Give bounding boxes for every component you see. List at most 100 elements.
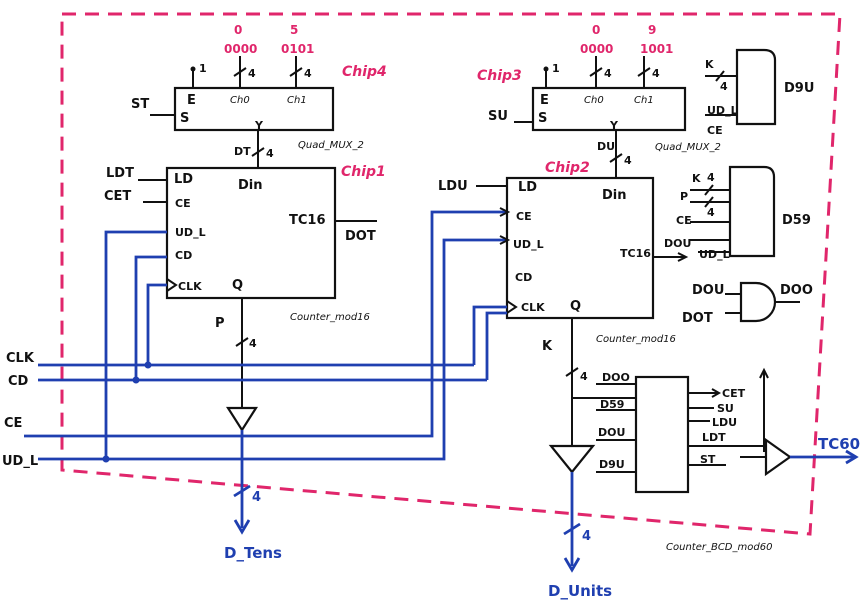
d-tens-output: 4 D_Tens bbox=[224, 430, 282, 562]
control-out-st: ST bbox=[700, 453, 716, 466]
d59-detector: D59 K 4 P 4 CE DOU UD_L bbox=[664, 165, 811, 261]
counter-units-q-name: K bbox=[542, 339, 553, 354]
mux-units-port-ch0: Ch0 bbox=[584, 95, 604, 106]
counter-units-port-cd: CD bbox=[515, 271, 532, 284]
d9u-ce-label: CE bbox=[707, 124, 723, 137]
and-out-label: DOO bbox=[780, 283, 813, 298]
counter-units-ld-signal: LDU bbox=[438, 179, 468, 194]
ce-arrow bbox=[499, 207, 511, 217]
mux-tens-port-e: E bbox=[187, 93, 196, 108]
d59-p-width: 4 bbox=[707, 206, 715, 219]
cd-input-label: CD bbox=[8, 374, 29, 389]
d-units-slash bbox=[563, 522, 581, 536]
d-units-arrow bbox=[563, 557, 581, 573]
control-unit-box bbox=[634, 375, 690, 494]
counter-tens-tc-signal: DOT bbox=[345, 229, 376, 244]
mux-units-e-tie-dot bbox=[543, 66, 549, 72]
control-in-doo: DOO bbox=[602, 371, 630, 384]
mux-tens-bits1: 0101 bbox=[281, 42, 314, 56]
d59-ud-label: UD_L bbox=[699, 248, 730, 261]
counter-units-port-tc16: TC16 bbox=[620, 247, 651, 260]
mux-units-out-label: DU bbox=[597, 140, 615, 153]
mux-units-ch1-slash bbox=[637, 67, 651, 77]
d59-gate bbox=[728, 165, 776, 258]
and-in-a-label: DOU bbox=[692, 283, 724, 298]
control-out-su: SU bbox=[717, 402, 734, 415]
control-out-ldt: LDT bbox=[702, 431, 726, 444]
d59-p-slash bbox=[704, 196, 714, 208]
mux-tens-box bbox=[173, 86, 335, 132]
mux-tens-const1: 5 bbox=[290, 23, 298, 37]
counter-units-q-width: 4 bbox=[580, 370, 588, 383]
d-units-output: 4 D_Units bbox=[548, 472, 612, 600]
control-in-d9u: D9U bbox=[599, 458, 625, 471]
control-in-d59: D59 bbox=[600, 398, 624, 411]
counter-tens-ld-signal: LDT bbox=[106, 166, 134, 181]
counter-tens-q-width: 4 bbox=[249, 337, 257, 350]
clk-junction bbox=[144, 361, 152, 369]
d59-name: D59 bbox=[782, 213, 811, 228]
d9u-gate bbox=[735, 48, 777, 126]
d9u-ud-label: UD_L bbox=[707, 104, 738, 117]
mux-tens-port-y: Y bbox=[254, 119, 264, 132]
counter-tens: LD CE UD_L CD CLK Din Q TC16 Counter_mod… bbox=[104, 164, 386, 433]
counter-tens-ce-signal: CET bbox=[104, 189, 131, 204]
d59-k-width: 4 bbox=[707, 171, 715, 184]
mux-tens-bits0: 0000 bbox=[224, 42, 257, 56]
counter-tens-port-q: Q bbox=[232, 278, 243, 293]
tc60-arrow bbox=[845, 449, 859, 465]
counter-units-port-q: Q bbox=[570, 299, 581, 314]
counter-tens-port-cd: CD bbox=[175, 249, 192, 262]
mux-units-type: Quad_MUX_2 bbox=[655, 142, 721, 153]
d-units-label: D_Units bbox=[548, 582, 612, 600]
mux-tens: E S Ch0 Ch1 Y Quad_MUX_2 Chip4 1 4 4 0 0… bbox=[131, 23, 387, 168]
udl-arrow bbox=[499, 235, 511, 245]
tc60-label: TC60 bbox=[818, 435, 860, 453]
mux-tens-type: Quad_MUX_2 bbox=[298, 140, 364, 151]
d9u-k-label: K bbox=[705, 58, 714, 71]
mux-tens-out-label: DT bbox=[234, 145, 251, 158]
d-tens-arrow bbox=[233, 519, 251, 535]
counter-units-type: Counter_mod16 bbox=[596, 334, 676, 345]
mux-units-ch0-slash bbox=[589, 67, 603, 77]
counter-tens-port-din: Din bbox=[238, 178, 263, 193]
control-out-cet: CET bbox=[722, 387, 746, 400]
d59-dou-label: DOU bbox=[664, 237, 691, 250]
counter-units: LD CE UD_L CD CLK Din Q TC16 Counter_mod… bbox=[438, 160, 689, 474]
counter-tens-q-name: P bbox=[215, 316, 225, 331]
clk-to-counter-tens bbox=[146, 283, 167, 365]
d9u-detector: D9U K 4 UD_L CE bbox=[705, 48, 814, 137]
mux-tens-ch1-slash bbox=[289, 67, 303, 77]
chip1-label: Chip1 bbox=[341, 164, 386, 180]
counter-tens-clock-triangle bbox=[166, 278, 178, 292]
mux-units-select-label: SU bbox=[488, 109, 508, 124]
counter-tens-q-slash bbox=[235, 337, 249, 347]
counter-tens-port-udl: UD_L bbox=[175, 226, 206, 239]
mux-tens-const0: 0 bbox=[234, 23, 242, 37]
mux-tens-out-width: 4 bbox=[266, 147, 274, 160]
mux-tens-e-tie-dot bbox=[190, 66, 196, 72]
clk-to-counter-units bbox=[472, 305, 507, 365]
d-tens-width: 4 bbox=[252, 490, 261, 505]
counter-tens-port-ld: LD bbox=[174, 172, 193, 187]
udl-input-label: UD_L bbox=[2, 454, 38, 469]
clk-input-label: CLK bbox=[6, 351, 35, 366]
d59-p-label: P bbox=[680, 190, 688, 203]
cd-junction bbox=[132, 376, 140, 384]
mux-tens-ch1-width: 4 bbox=[304, 67, 312, 80]
mux-units-out-width: 4 bbox=[624, 154, 632, 167]
d9u-name: D9U bbox=[784, 81, 814, 96]
d59-k-slash bbox=[704, 184, 714, 196]
external-bus: CLK CD CE UD_L bbox=[2, 207, 511, 469]
cd-to-counter-units bbox=[485, 311, 507, 380]
mux-units-port-ch1: Ch1 bbox=[634, 95, 654, 106]
mux-units-const0: 0 bbox=[592, 23, 600, 37]
control-out-cet-arrow bbox=[711, 388, 722, 398]
ce-bus-line bbox=[24, 210, 507, 438]
mux-units-box bbox=[531, 86, 687, 132]
d9u-k-width: 4 bbox=[720, 80, 728, 93]
mux-tens-port-s: S bbox=[180, 111, 189, 126]
control-out-ldu: LDU bbox=[712, 416, 737, 429]
udl-to-counter-tens bbox=[104, 230, 167, 459]
control-unit: DOO D59 DOU D9U CET SU LDU LDT ST bbox=[596, 367, 792, 494]
